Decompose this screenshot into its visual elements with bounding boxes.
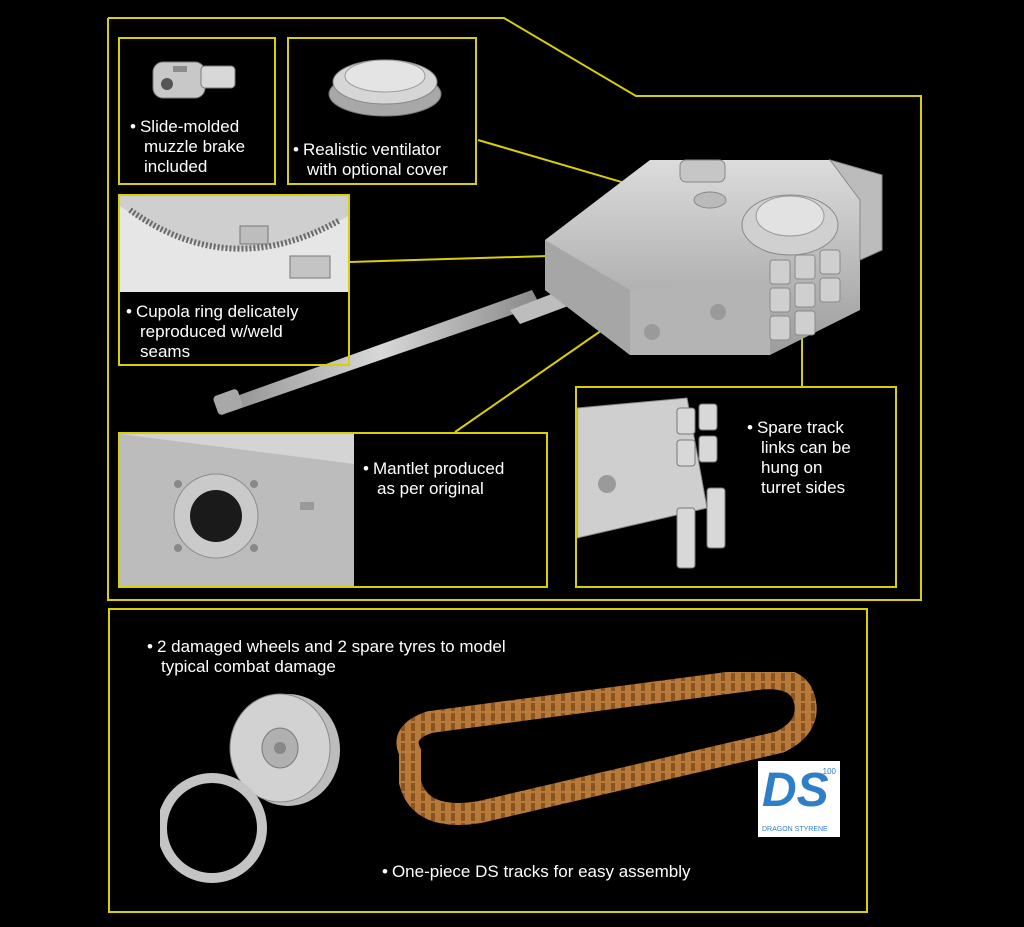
caption-ds-tracks: •One-piece DS tracks for easy assembly [382, 862, 691, 881]
ventilator-render [328, 59, 442, 117]
turret-body [545, 159, 883, 355]
panel-wheels-tracks [108, 608, 868, 913]
caption-wheels: •2 damaged wheels and 2 spare tyres to m… [147, 637, 506, 676]
ds-logo: DS 100 DRAGON STYRENE [758, 761, 840, 837]
spare-track-render [577, 397, 726, 569]
wheels-render [160, 693, 340, 883]
panel-ventilator [287, 37, 477, 185]
caption-mantlet: •Mantlet produced as per original [363, 459, 505, 498]
ds-logo-subtitle: DRAGON STYRENE [762, 826, 828, 833]
panel-spare-track [575, 386, 897, 588]
turret-frame-outline [107, 17, 922, 601]
turret-render [213, 159, 883, 415]
caption-cupola: •Cupola ring delicately reproduced w/wel… [126, 302, 299, 361]
ds-track-render [396, 672, 817, 825]
road-wheel [229, 693, 340, 806]
spare-tyre [160, 773, 267, 883]
bullet: • [130, 117, 136, 136]
ds-logo-letters: DS [762, 764, 829, 817]
caption-muzzle-brake: •Slide-molded muzzle brake included [130, 117, 246, 176]
caption-spare-track: •Spare track links can be hung on turret… [747, 418, 851, 497]
panel-mantlet [118, 432, 548, 588]
ds-logo-super: 100 [822, 767, 836, 776]
leader-line-mantlet [454, 327, 606, 433]
cupola-ring-render [120, 196, 348, 292]
caption-ventilator: •Realistic ventilator with optional cove… [293, 140, 448, 179]
mantlet-render [120, 434, 354, 586]
panel-muzzle-brake [118, 37, 276, 185]
muzzle-brake-render [152, 61, 236, 99]
panel-cupola [118, 194, 350, 366]
